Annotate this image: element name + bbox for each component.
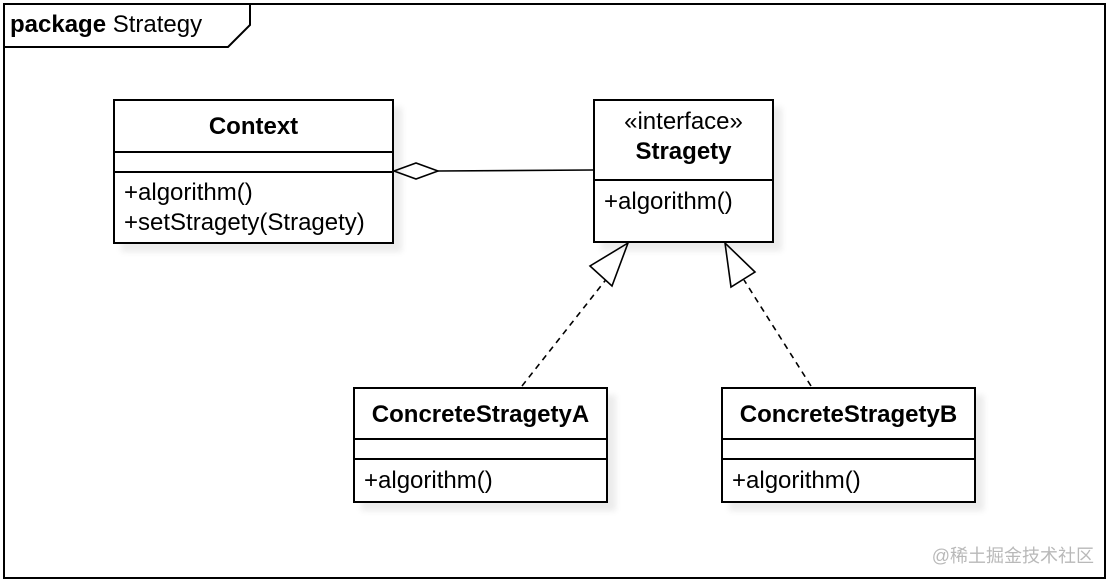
class-context[interactable]: Context +algorithm() +setStragety(Strage…: [113, 99, 394, 244]
attributes-compartment: [115, 153, 392, 173]
aggregation-line: [437, 169, 594, 172]
operation: +setStragety(Stragety): [124, 209, 365, 236]
operations-compartment: +algorithm(): [595, 181, 772, 217]
attributes-compartment: [355, 440, 606, 460]
package-label: package Strategy: [10, 11, 202, 39]
stereotype-label: «interface»: [624, 108, 743, 135]
package-name: Strategy: [112, 11, 203, 38]
attributes-compartment: [723, 440, 974, 460]
package-frame: [3, 3, 1106, 579]
class-concrete-stragety-b[interactable]: ConcreteStragetyB +algorithm(): [721, 387, 976, 503]
operations-compartment: +algorithm(): [355, 460, 606, 496]
operation: +algorithm(): [364, 467, 493, 494]
aggregation-diamond: [391, 162, 441, 180]
realization-arrowhead-b: [723, 240, 757, 289]
class-name: Stragety: [635, 138, 732, 165]
realization-arrowhead-a: [588, 241, 630, 288]
class-name: ConcreteStragetyA: [355, 389, 606, 440]
interface-header: «interface» Stragety: [595, 101, 772, 181]
operations-compartment: +algorithm() +setStragety(Stragety): [115, 173, 392, 238]
package-tab-outline: [3, 3, 251, 48]
class-name: ConcreteStragetyB: [723, 389, 974, 440]
realization-line-a: [521, 276, 609, 387]
class-concrete-stragety-a[interactable]: ConcreteStragetyA +algorithm(): [353, 387, 608, 503]
operation: +algorithm(): [732, 467, 861, 494]
watermark: @稀土掘金技术社区: [931, 546, 1094, 566]
operation: +algorithm(): [604, 188, 733, 215]
operations-compartment: +algorithm(): [723, 460, 974, 496]
realization-line-b: [743, 279, 812, 387]
class-name: Context: [115, 101, 392, 153]
operation: +algorithm(): [124, 179, 253, 206]
package-keyword: package: [10, 11, 107, 38]
interface-stragety[interactable]: «interface» Stragety +algorithm(): [593, 99, 774, 243]
